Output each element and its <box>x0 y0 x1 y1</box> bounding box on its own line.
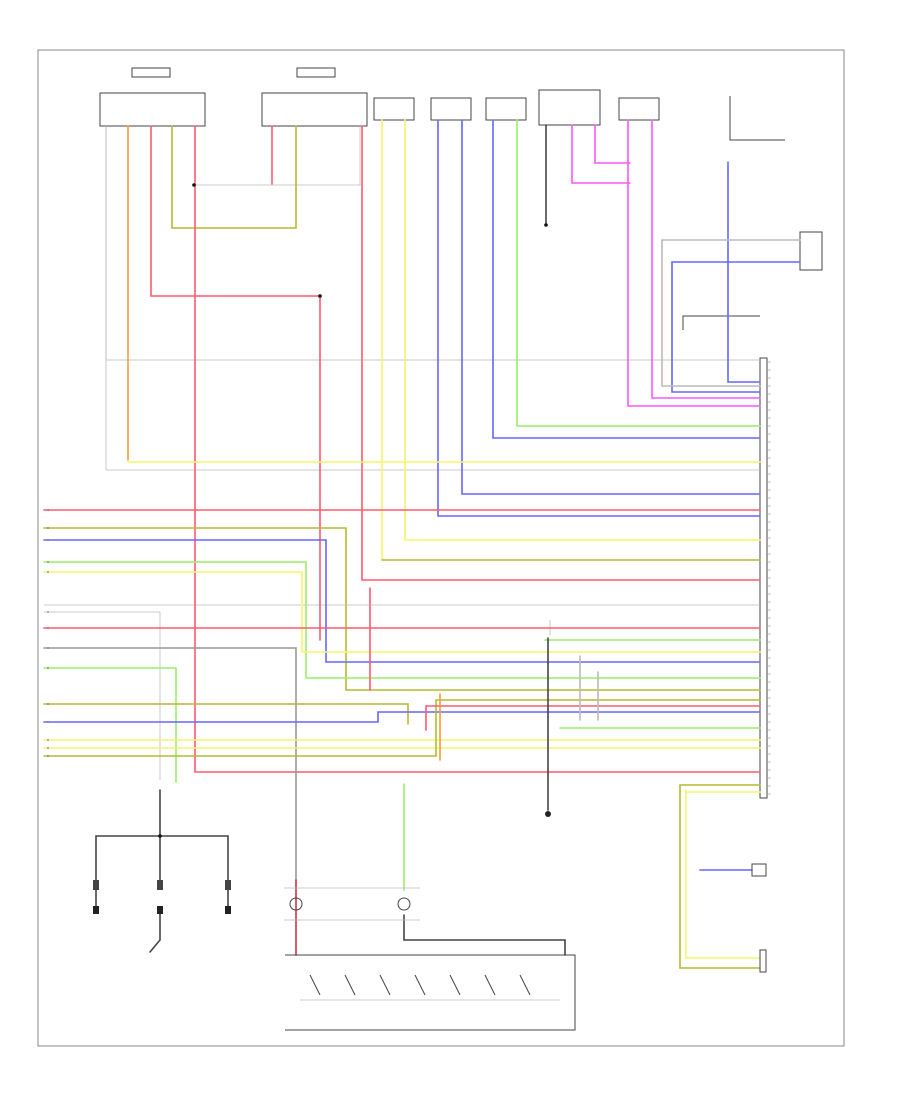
harness-pin <box>47 571 49 573</box>
switch-left <box>93 880 99 914</box>
left-harness-ticks <box>47 509 49 757</box>
wires <box>43 119 801 969</box>
harness-pin <box>47 721 49 723</box>
right-bottom-connector <box>751 863 767 973</box>
harness-pin <box>47 561 49 563</box>
speaker-rear-right <box>799 231 823 271</box>
speaker-front-right <box>373 97 415 121</box>
harness-pin <box>47 747 49 749</box>
harness-pin <box>47 527 49 529</box>
rear-module <box>538 89 601 126</box>
harness-pin <box>47 647 49 649</box>
speaker-center <box>485 97 527 121</box>
harness-pin <box>47 539 49 541</box>
diagram-border <box>37 49 845 1047</box>
harness-pin <box>47 739 49 741</box>
connector-right-mid <box>682 315 760 330</box>
connector-top-right <box>729 96 785 141</box>
harness-pin <box>47 667 49 669</box>
speaker-rear-left <box>618 97 660 121</box>
harness-pin <box>47 755 49 757</box>
front-door-module-left <box>261 67 368 127</box>
harness-pin <box>47 509 49 511</box>
steering-connector <box>284 887 420 921</box>
junction-dots <box>158 183 548 838</box>
steering-switch-assembly <box>285 954 576 1031</box>
harness-pin <box>47 611 49 613</box>
switch-right <box>225 880 231 914</box>
speaker-front-left <box>430 97 472 121</box>
harness-pin <box>47 627 49 629</box>
ground-symbol <box>545 811 551 817</box>
audio-unit-connector <box>759 357 771 799</box>
front-door-module-right <box>99 67 206 127</box>
harness-pin <box>47 703 49 705</box>
switch-center <box>157 880 163 914</box>
